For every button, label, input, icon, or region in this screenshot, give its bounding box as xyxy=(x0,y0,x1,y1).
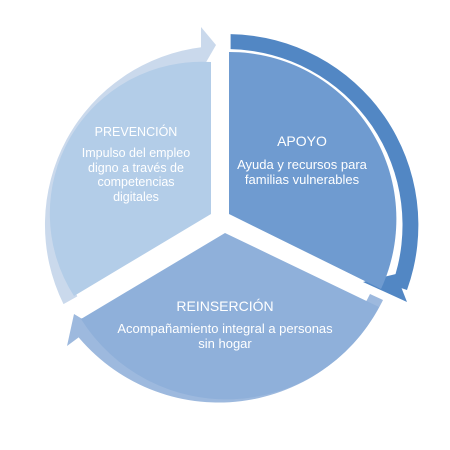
prevencion-arrow xyxy=(44,47,203,305)
reinsercion-segment xyxy=(81,233,379,400)
prevencion-description: Impulso del empleo digno a través de com… xyxy=(81,145,191,204)
prevencion-title: PREVENCIÓN xyxy=(94,125,178,139)
apoyo-arrow xyxy=(230,34,419,290)
apoyo-text: APOYO Ayuda y recursos para familias vul… xyxy=(232,133,372,187)
reinsercion-text: REINSERCIÓN Acompañamiento integral a pe… xyxy=(110,298,340,351)
reinsercion-title: REINSERCIÓN xyxy=(176,298,274,314)
apoyo-title: APOYO xyxy=(277,133,327,149)
prevencion-text: PREVENCIÓN Impulso del empleo digno a tr… xyxy=(74,125,198,205)
apoyo-segment xyxy=(229,51,397,289)
apoyo-description: Ayuda y recursos para familias vulnerabl… xyxy=(237,156,367,187)
prevencion-segment xyxy=(49,61,211,296)
prevencion-arrowhead xyxy=(201,27,216,71)
reinsercion-description: Acompañamiento integral a personas sin h… xyxy=(117,320,333,351)
